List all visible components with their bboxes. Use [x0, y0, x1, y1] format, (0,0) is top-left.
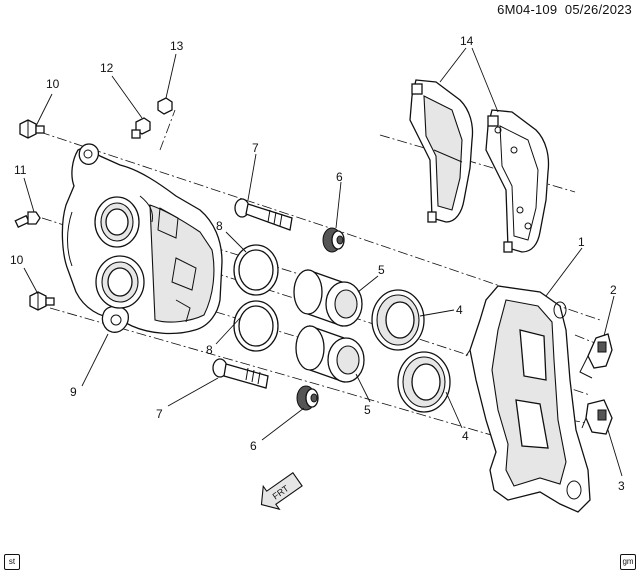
- caliper-bracket-1: [465, 285, 591, 513]
- bleeder-cap-13: [157, 97, 173, 115]
- piston-5-upper: [293, 269, 363, 327]
- callout-10-upper: 10: [46, 77, 60, 91]
- piston-5-lower: [295, 325, 365, 383]
- guide-pin-7-lower: [212, 358, 269, 389]
- callout-4-upper: 4: [456, 303, 463, 317]
- dust-boot-4-lower: [397, 351, 451, 413]
- piston-seal-8-upper: [233, 244, 279, 296]
- figure-header: 6M04-109 05/26/2023: [497, 2, 632, 17]
- dust-boot-4-upper: [371, 289, 425, 351]
- callout-6-lower: 6: [250, 439, 257, 453]
- bolt-10-lower: [29, 291, 55, 311]
- callout-5-lower: 5: [364, 403, 371, 417]
- callout-7-upper: 7: [252, 141, 259, 155]
- callout-4-lower: 4: [462, 429, 469, 443]
- callout-9: 9: [70, 385, 77, 399]
- callouts: 1 2 3 4 4 5 5 6 6 7 7 8 8 9 10 10 11 12 …: [10, 34, 625, 493]
- callout-11: 11: [14, 163, 27, 177]
- pin-boot-6-upper: [322, 227, 345, 253]
- bleeder-valve-11: [14, 211, 41, 229]
- callout-12: 12: [100, 61, 114, 75]
- callout-3: 3: [618, 479, 625, 493]
- figure-date: 05/26/2023: [564, 2, 632, 17]
- fitting-12: [131, 117, 151, 139]
- pin-boot-6-lower: [296, 385, 319, 411]
- abutment-clip-3: [581, 399, 613, 435]
- abutment-clip-2: [579, 333, 613, 379]
- guide-pin-7-upper: [234, 198, 293, 231]
- brake-pad-14-outer: [409, 79, 474, 223]
- brake-pad-14-inner: [485, 109, 550, 253]
- callout-1: 1: [578, 235, 585, 249]
- callout-8-upper: 8: [216, 219, 223, 233]
- callout-8-lower: 8: [206, 343, 213, 357]
- caliper-housing: [61, 143, 223, 335]
- callout-7-lower: 7: [156, 407, 163, 421]
- callout-14: 14: [460, 34, 474, 48]
- front-direction-arrow: FRT: [260, 472, 303, 511]
- leader-lines: [23, 47, 623, 477]
- callout-5-upper: 5: [378, 263, 385, 277]
- callout-6-upper: 6: [336, 170, 343, 184]
- callout-10-lower: 10: [10, 253, 24, 267]
- gm-logo-icon: gm: [620, 554, 636, 570]
- piston-seal-8-lower: [233, 300, 279, 352]
- bolt-10-upper: [19, 119, 45, 139]
- callout-2: 2: [610, 283, 617, 297]
- callout-13: 13: [170, 39, 184, 53]
- st-logo-icon: st: [4, 554, 20, 570]
- figure-id: 6M04-109: [497, 2, 558, 17]
